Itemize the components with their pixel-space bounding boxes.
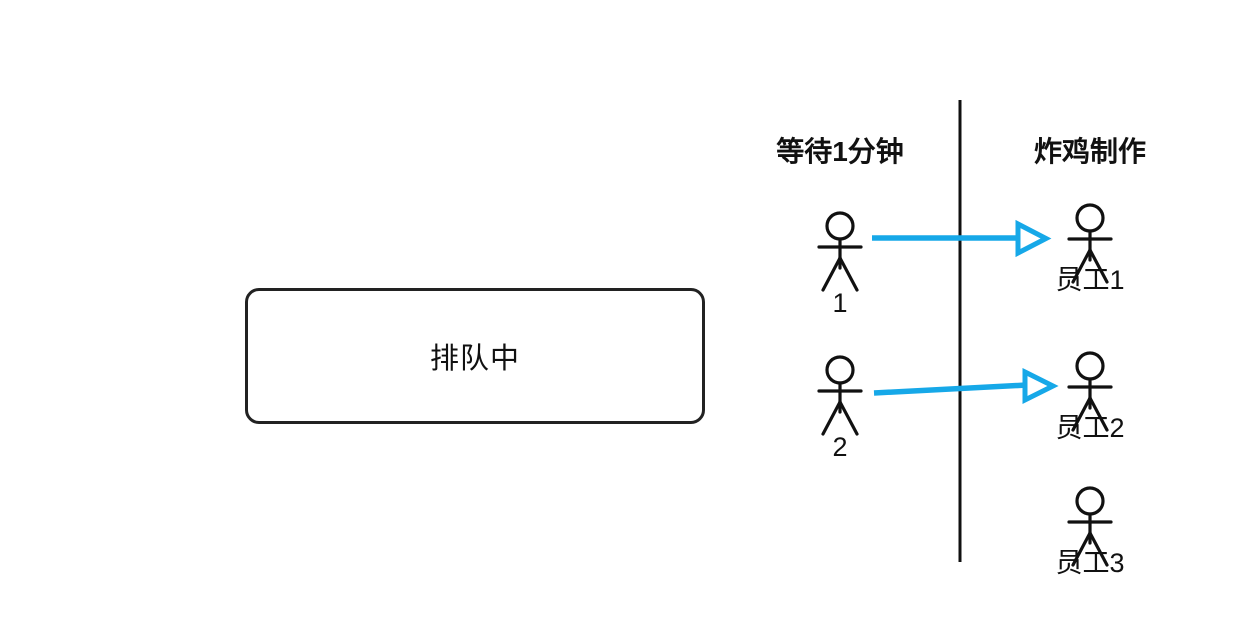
employee-label-2: 员工2 — [1055, 413, 1125, 443]
employee-label-1: 员工1 — [1055, 265, 1125, 295]
queue-box-label: 排队中 — [429, 343, 520, 375]
queue-box: 排队中 — [245, 288, 705, 424]
customer-label-2: 2 — [832, 432, 848, 462]
customer-figure-1 — [817, 211, 863, 292]
customer-label-1: 1 — [832, 288, 848, 318]
arrow-customer-2-to-employee-2 — [873, 367, 1059, 405]
customer-figure-2 — [817, 355, 863, 436]
employee-label-3: 员工3 — [1055, 548, 1125, 578]
service-column-header: 炸鸡制作 — [1033, 136, 1146, 167]
arrow-customer-1-to-employee-1 — [872, 219, 1052, 258]
waiting-column-header: 等待1分钟 — [776, 136, 904, 167]
